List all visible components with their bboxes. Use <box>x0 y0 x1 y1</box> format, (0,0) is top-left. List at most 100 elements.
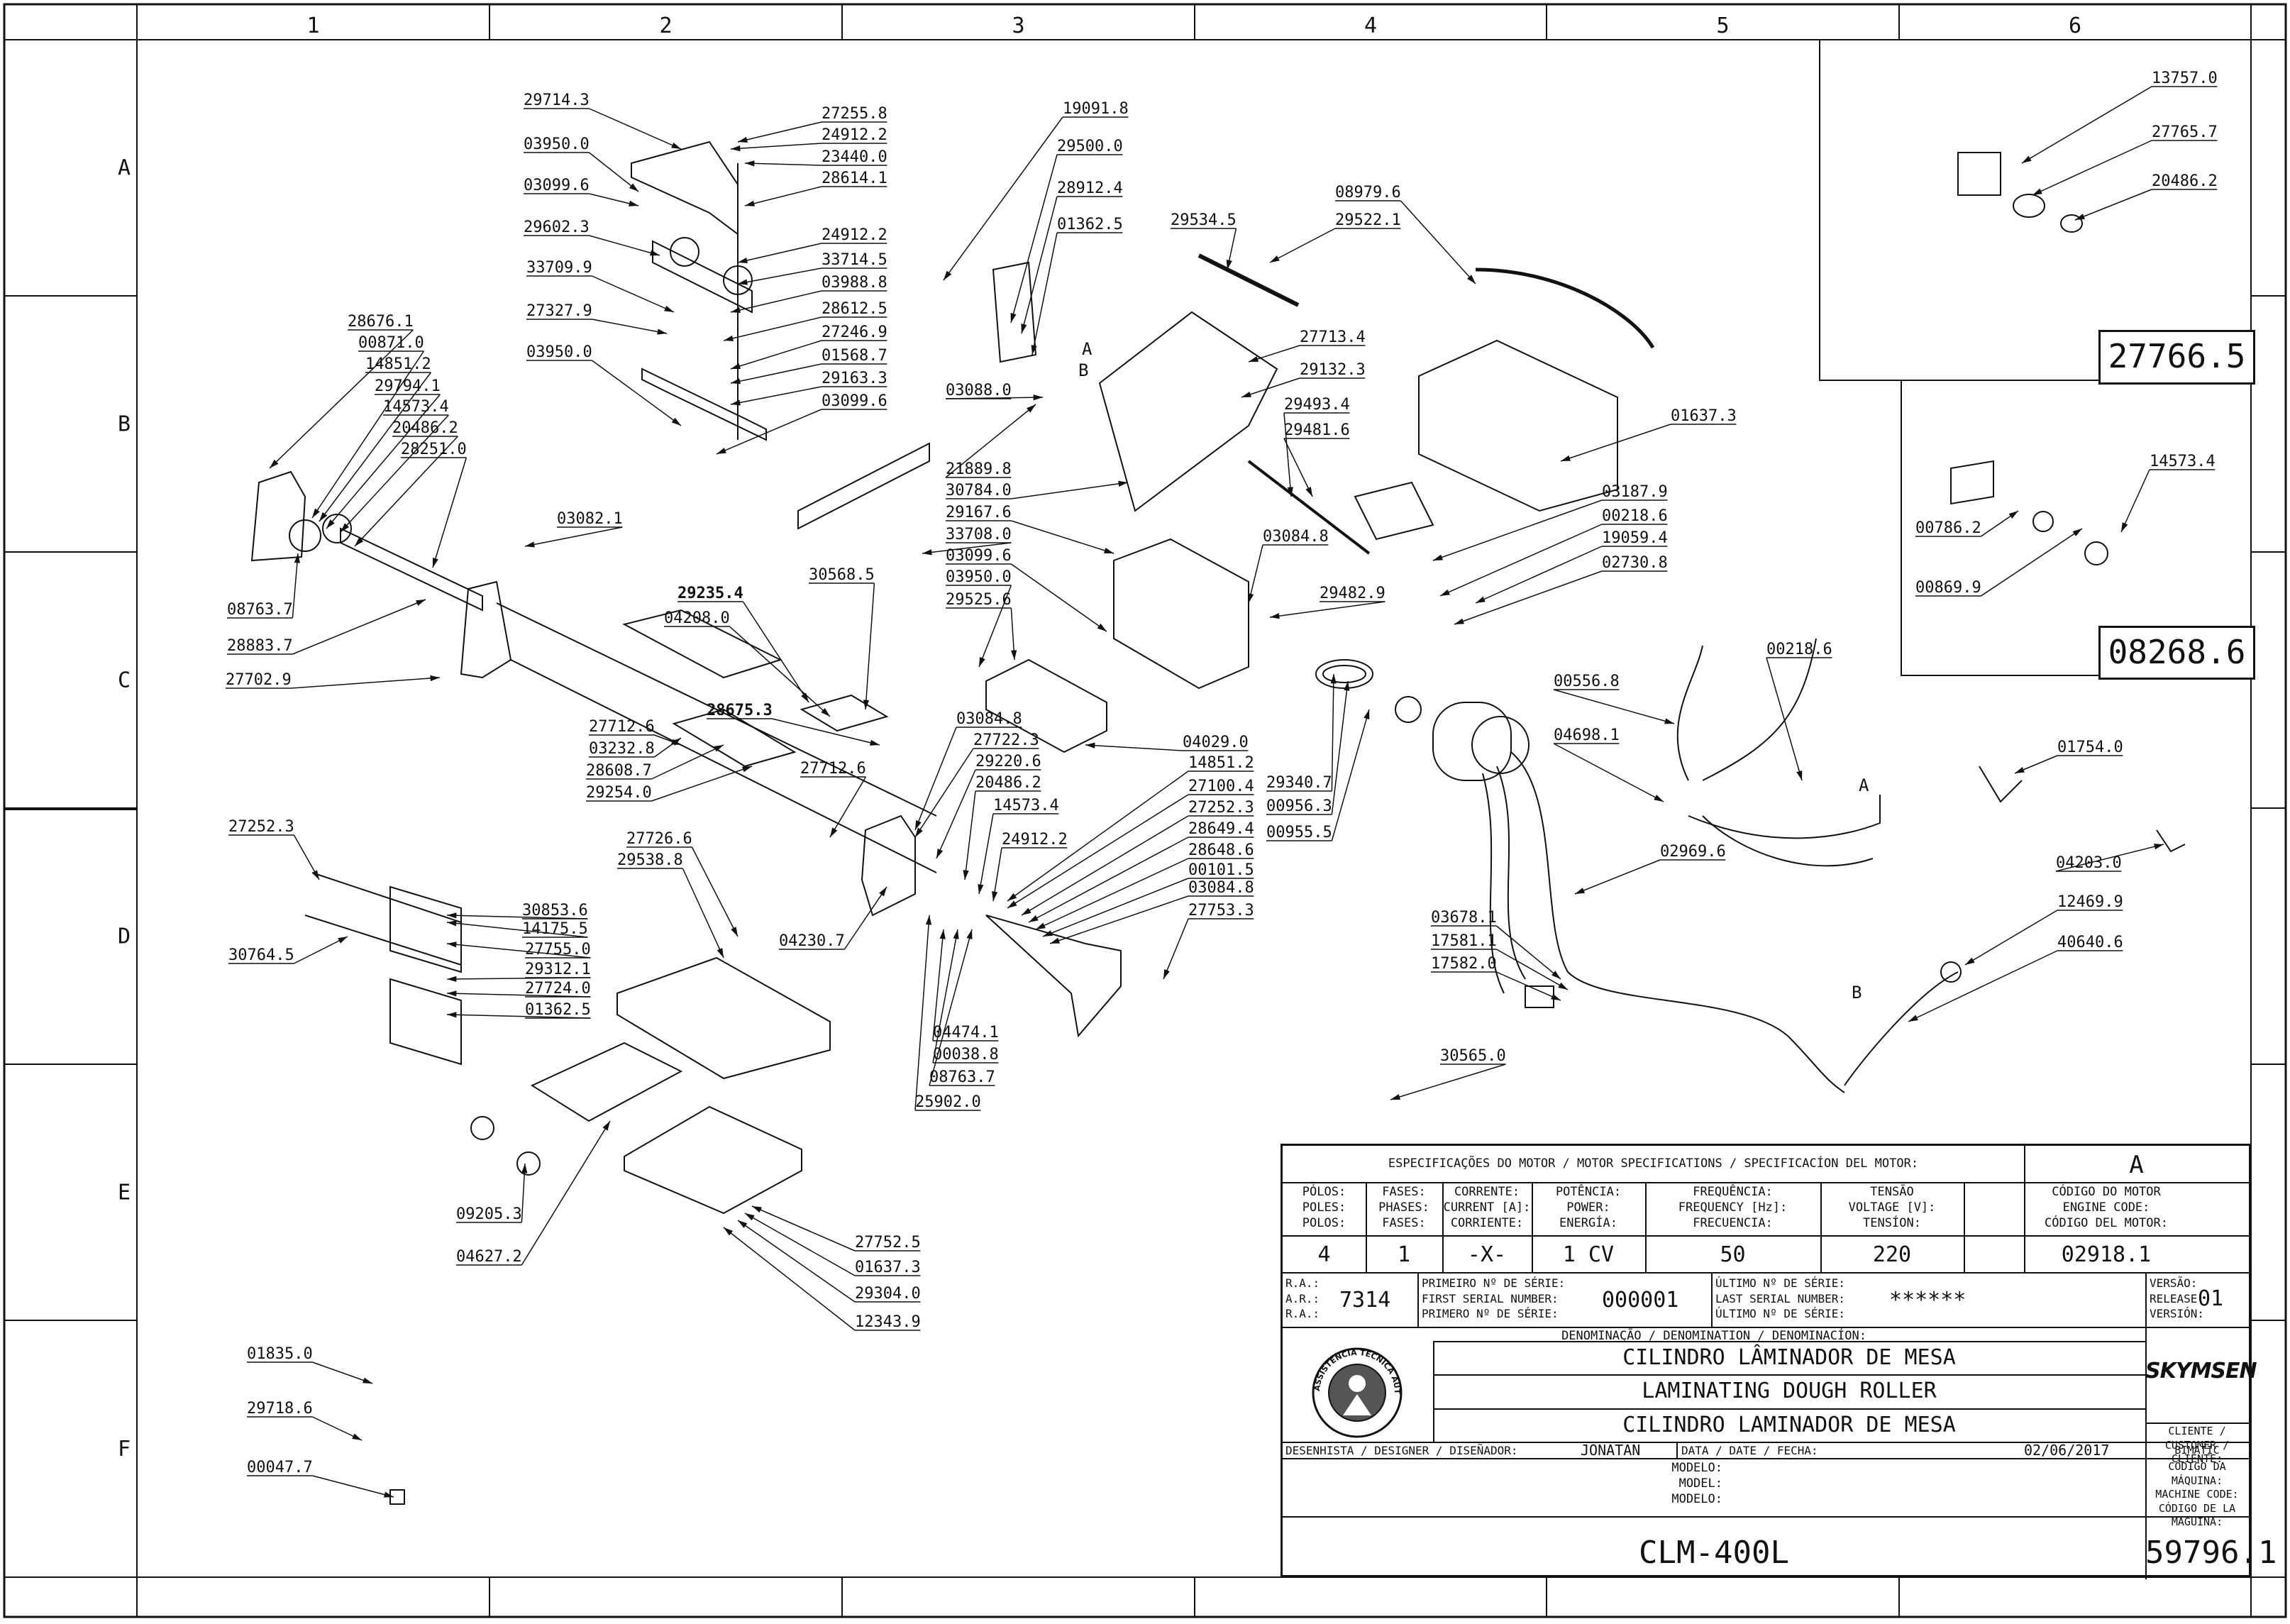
part-callout: 03084.8 <box>1248 528 1329 604</box>
part-number: 02730.8 <box>1602 554 1668 572</box>
leader-line <box>1042 878 1189 937</box>
part-callout: 24912.2 <box>992 831 1068 902</box>
part-callout: 04627.2 <box>456 1120 611 1266</box>
cable <box>1688 795 1881 839</box>
arrowhead <box>629 183 638 192</box>
flange <box>1950 460 1994 505</box>
part-callout: 00047.7 <box>247 1459 394 1498</box>
arrowhead <box>338 937 348 944</box>
grid-row-label: A <box>118 156 131 181</box>
part-callout: 00956.3 <box>1266 680 1350 815</box>
leader-line <box>1283 412 1292 497</box>
part-callout: 02969.6 <box>1574 843 1726 895</box>
part-number: 27252.3 <box>1188 799 1254 817</box>
part-callout: 19059.4 <box>1475 529 1668 604</box>
part-callout: 29482.9 <box>1269 585 1385 619</box>
part-callout: 29340.7 <box>1266 673 1337 792</box>
grid-row-label: D <box>118 924 131 949</box>
frequency-value: 50 <box>1720 1242 1746 1267</box>
gear <box>322 514 352 543</box>
part-number: 29500.0 <box>1057 138 1123 155</box>
arrowhead <box>1163 969 1170 979</box>
part-number: 00956.3 <box>1266 797 1332 815</box>
leader-line <box>1011 520 1114 554</box>
arrowhead <box>1011 650 1017 660</box>
model-label: MODELO:MODEL:MODELO: <box>1671 1461 1722 1507</box>
part-number: 29482.9 <box>1320 585 1385 602</box>
part-number: 29167.6 <box>946 504 1012 521</box>
arrowhead <box>270 459 279 468</box>
part-callout: 30568.5 <box>809 566 875 710</box>
cable-rod <box>1475 267 1655 349</box>
part-number: 20486.2 <box>2152 172 2218 190</box>
ra-value: 7314 <box>1339 1288 1391 1313</box>
leader-line <box>1475 546 1603 604</box>
leader-line <box>936 769 976 859</box>
part-number: 00101.5 <box>1188 861 1254 879</box>
guide-frame <box>389 978 462 1066</box>
part-number: 30565.0 <box>1440 1047 1506 1065</box>
arrowhead <box>821 707 830 717</box>
arrowhead <box>1007 893 1017 901</box>
part-number: 08763.7 <box>227 601 293 619</box>
part-number: 03678.1 <box>1431 909 1497 927</box>
arrowhead <box>717 948 724 958</box>
part-number: 04208.0 <box>664 609 730 627</box>
probe <box>1979 766 2023 803</box>
part-callout: 01637.3 <box>744 1213 921 1276</box>
part-callout: 00218.6 <box>1439 507 1668 597</box>
leader-line <box>1035 858 1189 930</box>
guide-rod <box>311 872 462 923</box>
leader-line <box>592 319 668 334</box>
part-callout: 29525.6 <box>946 591 1017 661</box>
part-number: 28912.4 <box>1057 179 1123 197</box>
arrowhead <box>1097 623 1107 631</box>
part-number: 29304.0 <box>855 1285 921 1303</box>
product-name-pt: CILINDRO LÂMINADOR DE MESA <box>1622 1345 1956 1370</box>
leader-line <box>589 108 682 150</box>
arrowhead <box>745 200 755 206</box>
part-number: 03084.8 <box>1188 879 1254 897</box>
part-callout: 03099.6 <box>524 177 639 206</box>
leader-line <box>737 243 822 263</box>
frequency-label: FREQUÊNCIA:FREQUENCY [Hz]:FRECUENCIA: <box>1678 1185 1788 1231</box>
arrowhead <box>664 305 674 312</box>
part-callout: 03950.0 <box>524 136 639 192</box>
part-callout: 33708.0 <box>922 526 1012 556</box>
brand-logo: SKYMSEN <box>2145 1359 2257 1383</box>
part-callout: 20486.2 <box>963 774 1041 880</box>
part-number: 33709.9 <box>526 259 592 277</box>
arrowhead <box>801 692 809 702</box>
roller-lower <box>672 708 797 768</box>
base-plate <box>641 368 767 441</box>
first-serial-value: 000001 <box>1602 1288 1679 1313</box>
gear-cover <box>985 915 1122 1038</box>
part-number: 28251.0 <box>401 441 467 458</box>
part-callout: 29235.4 <box>677 585 809 703</box>
arrowhead <box>650 250 660 256</box>
part-callout: 00101.5 <box>1042 861 1254 937</box>
part-callout: 12469.9 <box>1964 893 2123 966</box>
part-number: 27755.0 <box>525 941 591 959</box>
part-number: 29235.4 <box>677 585 743 602</box>
arrowhead <box>671 417 681 426</box>
part-number: 03950.0 <box>946 568 1012 586</box>
part-callout: 28608.7 <box>586 744 724 780</box>
arrowhead <box>870 739 880 746</box>
part-callout: 12343.9 <box>723 1227 921 1331</box>
part-callout: 29522.1 <box>1269 211 1401 263</box>
part-number: 03950.0 <box>524 136 590 153</box>
part-callout: 29794.1 <box>326 377 441 529</box>
part-number: 27712.6 <box>589 718 655 736</box>
part-callout: 30764.5 <box>228 936 348 964</box>
table-tray <box>616 956 831 1080</box>
leader-line <box>1496 971 1561 1001</box>
leader-line <box>932 929 944 1042</box>
part-callout: 33709.9 <box>526 259 675 313</box>
part-number: 40640.6 <box>2057 934 2123 951</box>
leader-line <box>1400 200 1476 285</box>
section-marker: B <box>1852 983 1862 1002</box>
part-callout: 04698.1 <box>1553 727 1664 802</box>
arrowhead <box>745 1213 755 1221</box>
